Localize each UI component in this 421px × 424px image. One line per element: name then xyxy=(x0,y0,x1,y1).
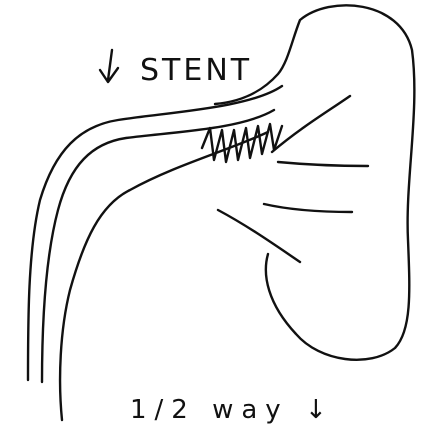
down-arrow-icon xyxy=(100,50,118,82)
stent-coil xyxy=(202,124,282,162)
calyces xyxy=(218,96,368,262)
bottom-label: 1/2 way ↓ xyxy=(130,395,335,424)
stent-label: STENT xyxy=(140,53,252,88)
